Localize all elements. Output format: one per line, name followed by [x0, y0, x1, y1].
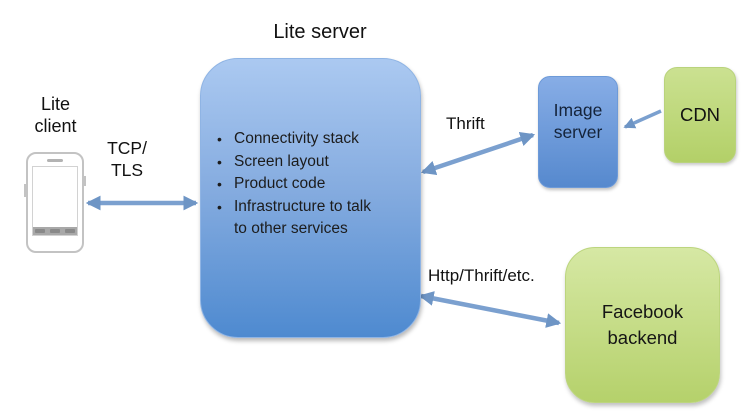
tcp-tls-label: TCP/ TLS — [92, 137, 162, 181]
thrift-arrow — [420, 131, 536, 176]
bullet-item: Infrastructure to talk to other services — [216, 196, 382, 241]
phone-nav-key — [64, 229, 75, 233]
phone-speaker — [47, 159, 63, 162]
image-server-box: Image server — [538, 76, 618, 188]
phone-screen — [32, 166, 78, 236]
server-capability-list: Connectivity stack Screen layout Product… — [216, 128, 382, 241]
phone-nav-key — [49, 229, 60, 233]
phone-side-button — [84, 176, 86, 186]
facebook-backend-box: Facebook backend — [565, 247, 720, 403]
http-thrift-label: Http/Thrift/etc. — [428, 266, 535, 285]
cdn-to-image-server-arrow — [623, 109, 662, 129]
lite-client-label: Lite client — [34, 94, 77, 136]
lite-server-title: Lite server — [273, 21, 367, 43]
image-server-label: Image server — [553, 100, 603, 142]
bullet-item: Connectivity stack — [216, 128, 382, 151]
tcp-label-line1: TCP/ — [107, 138, 147, 158]
phone-side-button — [24, 184, 26, 197]
phone-navbar — [33, 227, 77, 235]
thrift-label: Thrift — [446, 114, 485, 133]
phone-nav-key — [35, 229, 46, 233]
cdn-box: CDN — [664, 67, 736, 163]
facebook-backend-label: Facebook backend — [601, 301, 684, 348]
http-thrift-arrow — [418, 291, 562, 328]
tcp-label-line2: TLS — [110, 160, 144, 180]
cdn-label: CDN — [679, 104, 721, 125]
bullet-item: Product code — [216, 173, 382, 196]
smartphone-icon — [24, 152, 86, 253]
bullet-item: Screen layout — [216, 151, 382, 174]
